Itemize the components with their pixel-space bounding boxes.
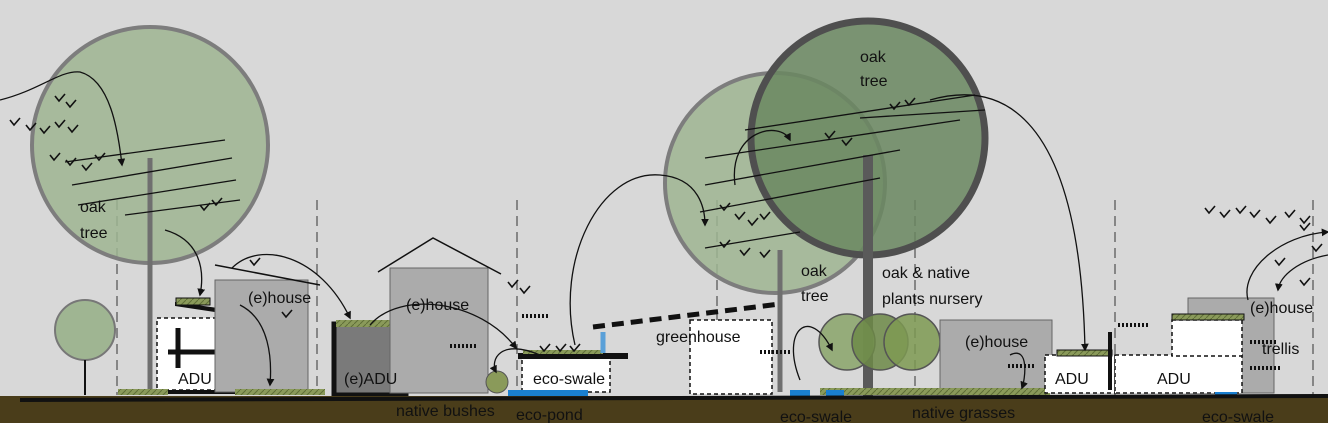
- adu-left: [156, 297, 246, 394]
- label-nursery-2: plants nursery: [882, 291, 983, 308]
- label-eco-swale-box: eco-swale: [533, 371, 605, 388]
- bird-marks: [9, 93, 1323, 353]
- label-adu-left: ADU: [178, 371, 212, 388]
- label-ehouse-4: (e)house: [1250, 300, 1313, 317]
- adu-right-2: [1108, 313, 1245, 394]
- label-oak-mid-1: oak: [801, 263, 828, 280]
- label-native-bushes: native bushes: [396, 403, 495, 420]
- nursery-plants: [818, 313, 941, 371]
- existing-house-2: [377, 237, 502, 394]
- label-oak-mid-2: tree: [801, 288, 829, 305]
- green-strip-1: [118, 389, 168, 395]
- native-grasses-strip: [820, 388, 1050, 395]
- flow-arrows: [0, 71, 1328, 390]
- existing-house-1: [214, 264, 321, 393]
- label-eco-swale-mid: eco-swale: [780, 409, 852, 423]
- label-native-grasses: native grasses: [912, 405, 1015, 422]
- label-adu-right-2: ADU: [1157, 371, 1191, 388]
- existing-house-3: [939, 319, 1053, 393]
- label-oak-top-2: tree: [860, 73, 888, 90]
- label-ehouse-1: (e)house: [248, 290, 311, 307]
- native-bush: [485, 370, 509, 394]
- label-greenhouse: greenhouse: [656, 329, 741, 346]
- green-strip-2: [235, 389, 325, 395]
- adu-right-1: [1044, 349, 1116, 394]
- eco-swale-structure: [518, 332, 628, 393]
- label-nursery-1: oak & native: [882, 265, 970, 282]
- label-oak-top-1: oak: [860, 49, 887, 66]
- small-tree-left: [54, 299, 116, 361]
- label-ehouse-3: (e)house: [965, 334, 1028, 351]
- label-eco-pond: eco-pond: [516, 407, 583, 423]
- label-oak-left-2: tree: [80, 225, 108, 242]
- label-adu-right-1: ADU: [1055, 371, 1089, 388]
- trellis-marks: [450, 314, 1280, 370]
- label-trellis: trellis: [1262, 341, 1299, 358]
- label-ehouse-2: (e)house: [406, 297, 469, 314]
- label-eadu: (e)ADU: [344, 371, 397, 388]
- greenhouse-roof-line: [592, 301, 781, 330]
- eco-swale-water-mid-2: [826, 390, 844, 398]
- eco-pond-water: [508, 390, 588, 397]
- label-oak-left-1: oak: [80, 199, 107, 216]
- greenhouse: [689, 319, 773, 395]
- label-eco-swale-right: eco-swale: [1202, 409, 1274, 423]
